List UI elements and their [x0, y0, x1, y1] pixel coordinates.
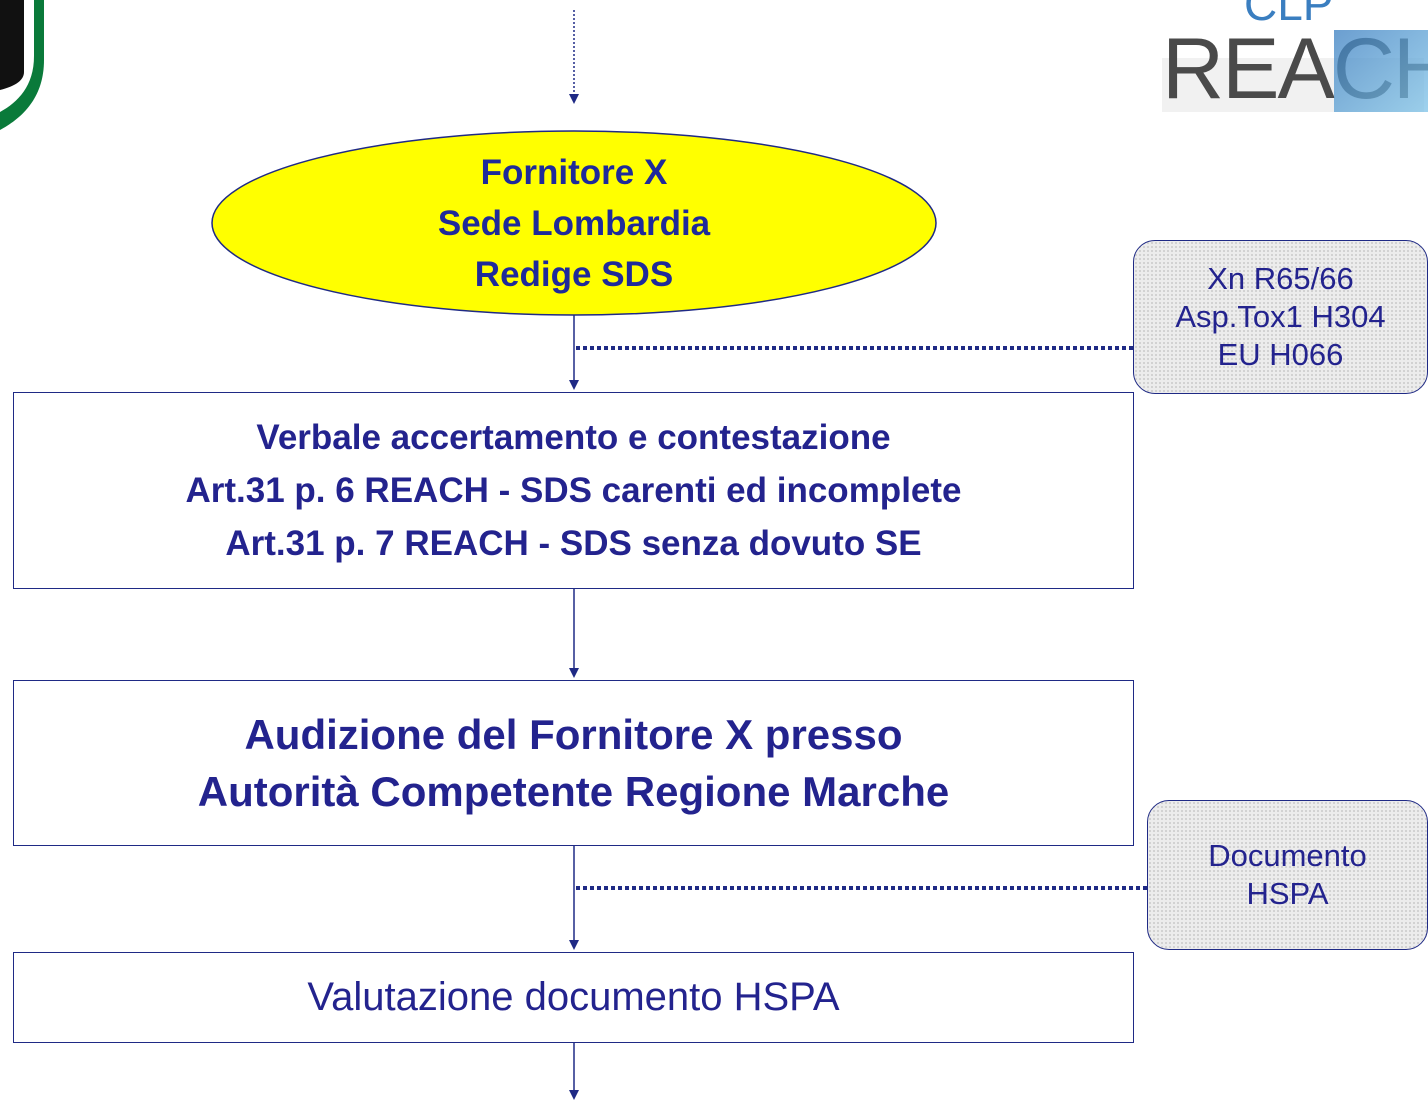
hazard-classification-note: Xn R65/66 Asp.Tox1 H304 EU H066: [1133, 240, 1428, 394]
ellipse-line: Redige SDS: [474, 254, 674, 294]
audizione-box: Audizione del Fornitore X presso Autorit…: [13, 680, 1134, 846]
organization-logo: [0, 0, 44, 130]
documento-line: Documento: [1208, 838, 1367, 873]
ellipse-line: Fornitore X: [480, 152, 668, 192]
documento-hspa-note: Documento HSPA: [1147, 800, 1428, 950]
ellipse-line: Sede Lombardia: [437, 203, 711, 243]
documento-line: HSPA: [1246, 876, 1329, 911]
audizione-line: Audizione del Fornitore X presso: [244, 711, 903, 758]
hazard-line: EU H066: [1217, 337, 1344, 372]
hazard-line: Xn R65/66: [1207, 261, 1354, 296]
clp-reach-logo: CLP REACH: [1162, 0, 1428, 112]
verbale-line: Verbale accertamento e contestazione: [256, 418, 891, 457]
verbale-line: Art.31 p. 7 REACH - SDS senza dovuto SE: [225, 524, 922, 563]
verbale-box: Verbale accertamento e contestazione Art…: [13, 392, 1134, 589]
valutazione-line: Valutazione documento HSPA: [307, 975, 840, 1019]
hazard-line: Asp.Tox1 H304: [1175, 299, 1386, 334]
valutazione-box: Valutazione documento HSPA: [13, 952, 1134, 1043]
verbale-line: Art.31 p. 6 REACH - SDS carenti ed incom…: [185, 471, 962, 510]
svg-text:CLP: CLP: [1244, 0, 1333, 30]
audizione-line: Autorità Competente Regione Marche: [197, 768, 950, 815]
supplier-ellipse-label: Fornitore X Sede Lombardia Redige SDS: [300, 148, 848, 298]
